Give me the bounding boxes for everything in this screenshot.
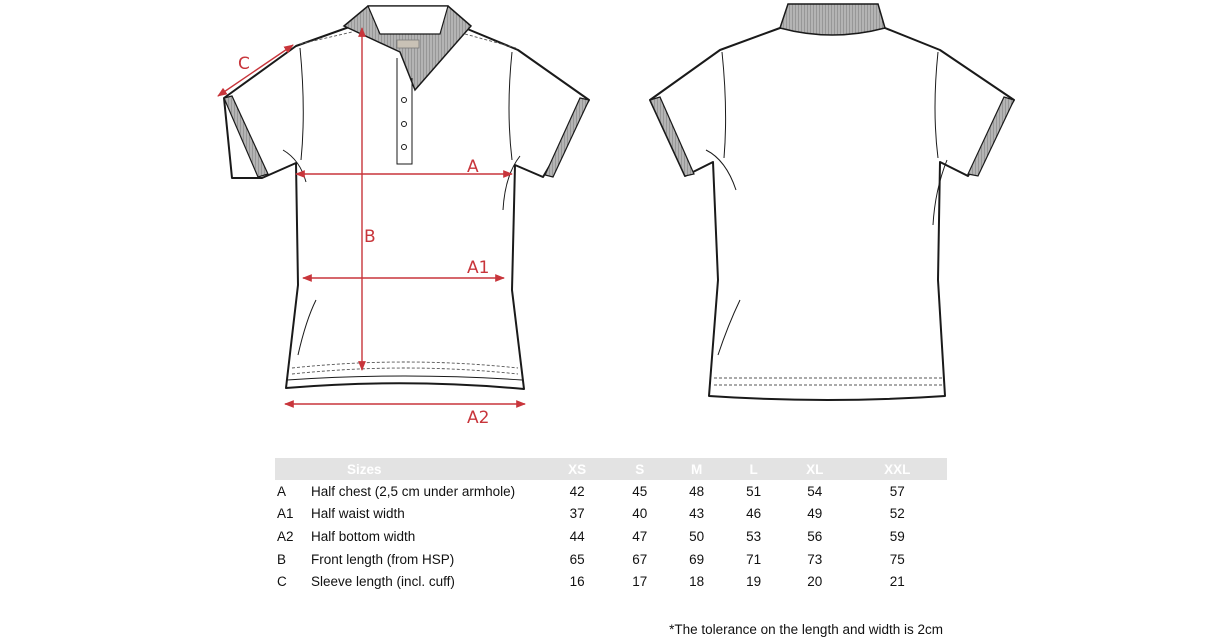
row-value: 51 <box>746 483 762 499</box>
row-value: 52 <box>889 506 905 522</box>
row-name: Half waist width <box>311 506 405 522</box>
row-value: 46 <box>746 506 762 522</box>
front-view: C A B A1 A2 <box>217 5 590 428</box>
back-collar <box>779 3 886 36</box>
row-value: 19 <box>746 574 762 590</box>
row-value: 20 <box>807 574 823 590</box>
row-code: B <box>277 551 287 567</box>
row-value: 67 <box>632 551 648 567</box>
size-diagram: C A B A1 A2 <box>217 3 1015 428</box>
row-value: 49 <box>807 506 823 522</box>
table-header-l: L <box>725 458 783 480</box>
row-code: A2 <box>277 528 294 544</box>
back-right-cuff <box>967 96 1015 177</box>
back-left-cuff <box>649 96 695 177</box>
measure-label-b: B <box>364 227 376 247</box>
row-name: Front length (from HSP) <box>311 551 455 567</box>
row-value: 71 <box>746 551 762 567</box>
row-value: 40 <box>632 506 648 522</box>
table-row: B Front length (from HSP) 65 67 69 71 73… <box>275 548 947 571</box>
table-header-s: S <box>611 458 669 480</box>
row-value: 57 <box>889 483 905 499</box>
row-value: 65 <box>569 551 585 567</box>
row-value: 21 <box>889 574 905 590</box>
size-table: Sizes XS S M L XL XXL A Half chest (2,5 … <box>275 458 947 593</box>
measure-label-a2: A2 <box>467 408 489 428</box>
measure-label-a1: A1 <box>467 258 489 278</box>
row-value: 18 <box>689 574 705 590</box>
row-code: A <box>277 483 287 499</box>
row-value: 56 <box>807 528 823 544</box>
table-header-sizes: Sizes <box>311 458 543 480</box>
row-name: Sleeve length (incl. cuff) <box>311 574 455 590</box>
row-value: 47 <box>632 528 648 544</box>
row-value: 59 <box>889 528 905 544</box>
table-header-xl: XL <box>782 458 848 480</box>
table-header-xs: XS <box>543 458 612 480</box>
table-row: A2 Half bottom width 44 47 50 53 56 59 <box>275 525 947 548</box>
back-view <box>649 3 1015 401</box>
tolerance-footnote: *The tolerance on the length and width i… <box>669 622 943 637</box>
row-value: 42 <box>569 483 585 499</box>
table-header-m: M <box>668 458 726 480</box>
row-value: 53 <box>746 528 762 544</box>
back-body-outline <box>649 27 1015 401</box>
table-header-xxl: XXL <box>847 458 947 480</box>
measure-label-a: A <box>467 157 479 177</box>
row-value: 44 <box>569 528 585 544</box>
row-value: 37 <box>569 506 585 522</box>
table-header-code <box>275 458 311 480</box>
row-value: 54 <box>807 483 823 499</box>
row-value: 43 <box>689 506 705 522</box>
row-code: A1 <box>277 506 294 522</box>
table-row: C Sleeve length (incl. cuff) 16 17 18 19… <box>275 570 947 593</box>
table-row: A1 Half waist width 37 40 43 46 49 52 <box>275 503 947 526</box>
row-value: 75 <box>889 551 905 567</box>
row-value: 16 <box>569 574 585 590</box>
row-value: 48 <box>689 483 705 499</box>
row-value: 73 <box>807 551 823 567</box>
row-value: 50 <box>689 528 705 544</box>
front-body-outline <box>223 25 590 390</box>
row-value: 17 <box>632 574 648 590</box>
measure-label-c: C <box>238 54 250 74</box>
table-row: A Half chest (2,5 cm under armhole) 42 4… <box>275 480 947 503</box>
row-name: Half chest (2,5 cm under armhole) <box>311 483 516 499</box>
table-header-row: Sizes XS S M L XL XXL <box>275 458 947 480</box>
row-value: 69 <box>689 551 705 567</box>
row-value: 45 <box>632 483 648 499</box>
row-name: Half bottom width <box>311 528 416 544</box>
front-right-cuff <box>544 97 590 178</box>
row-code: C <box>277 574 287 590</box>
front-left-cuff <box>223 95 269 178</box>
